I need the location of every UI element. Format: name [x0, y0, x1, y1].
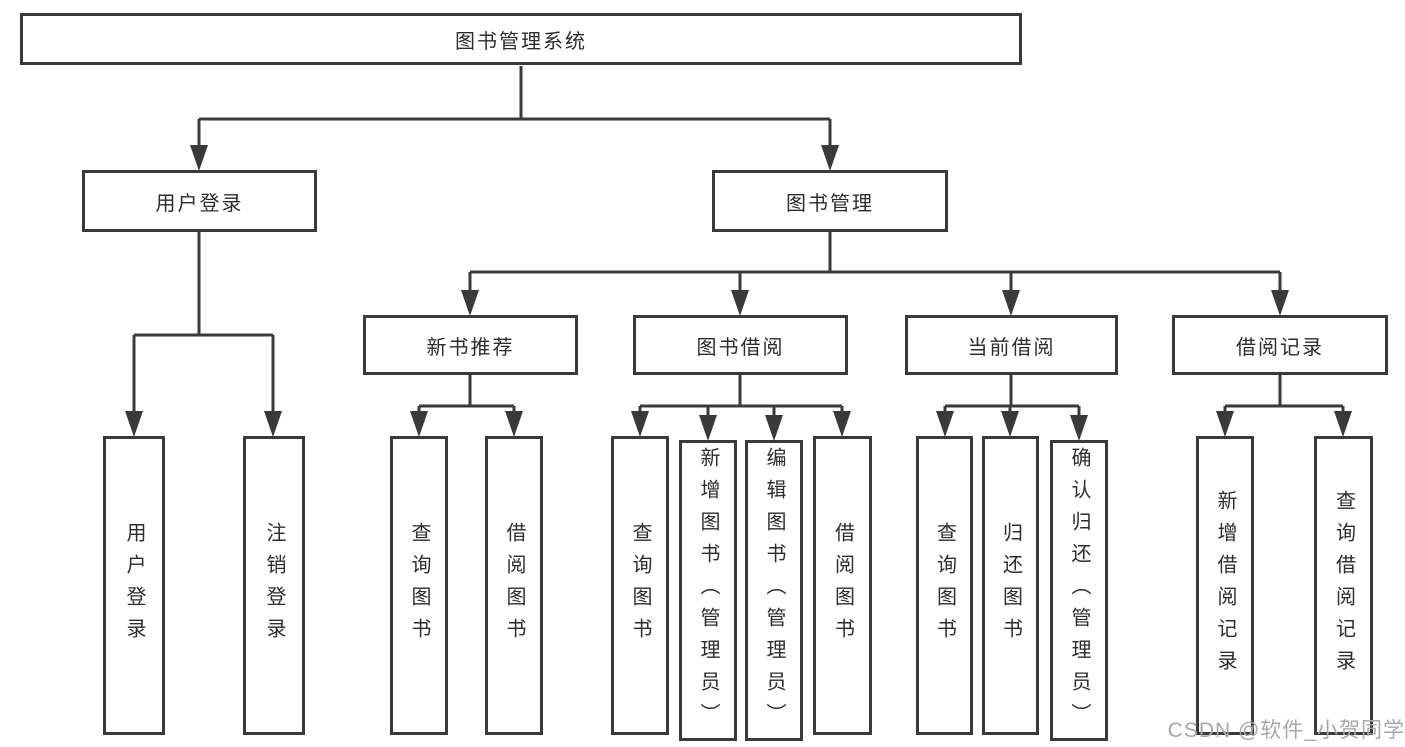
leaf-borrow-query-books: 查询图书 — [611, 436, 669, 735]
node-book-borrow: 图书借阅 — [633, 315, 848, 375]
connector-user-login-branch — [125, 230, 282, 437]
leaf-return-books: 归还图书 — [982, 436, 1039, 735]
leaf-return-books-label: 归还图书 — [999, 521, 1022, 650]
leaf-user-login-label: 用户登录 — [123, 521, 145, 650]
node-new-book-recommend: 新书推荐 — [363, 315, 578, 375]
leaf-edit-books-admin: 编辑图书（管理员） — [745, 440, 803, 741]
connector-current-borrow-branch — [936, 373, 1088, 441]
node-current-borrow: 当前借阅 — [905, 315, 1118, 375]
node-current-borrow-label: 当前借阅 — [967, 336, 1056, 359]
connector-root-to-level2 — [190, 66, 839, 171]
leaf-confirm-return-admin-label: 确认归还（管理员） — [1068, 446, 1090, 735]
connector-book-mgmt-branch — [461, 230, 1289, 316]
node-library-system: 图书管理系统 — [20, 13, 1022, 65]
leaf-logout: 注销登录 — [243, 436, 305, 735]
leaf-borrow-query-books-label: 查询图书 — [629, 521, 651, 650]
leaf-current-query-books: 查询图书 — [916, 436, 973, 735]
leaf-query-borrow-record: 查询借阅记录 — [1314, 436, 1373, 735]
node-borrow-records-label: 借阅记录 — [1236, 336, 1324, 359]
leaf-newbooks-borrow-books-label: 借阅图书 — [503, 521, 525, 650]
node-user-login-label: 用户登录 — [155, 192, 244, 215]
csdn-watermark: CSDN @软件_小贺同学 — [1167, 719, 1405, 742]
node-book-borrow-label: 图书借阅 — [696, 336, 785, 359]
leaf-current-query-books-label: 查询图书 — [933, 521, 956, 650]
connector-new-books-branch — [410, 373, 523, 437]
leaf-query-borrow-record-label: 查询借阅记录 — [1332, 489, 1355, 682]
node-user-login: 用户登录 — [82, 170, 317, 232]
leaf-newbooks-query-books-label: 查询图书 — [408, 521, 430, 650]
node-library-system-label: 图书管理系统 — [455, 30, 587, 53]
leaf-logout-label: 注销登录 — [263, 521, 285, 650]
connector-book-borrow-branch — [631, 373, 851, 441]
connector-borrow-records-branch — [1216, 373, 1352, 437]
node-book-management: 图书管理 — [712, 170, 948, 232]
leaf-add-borrow-record-label: 新增借阅记录 — [1214, 489, 1236, 682]
leaf-add-books-admin-label: 新增图书（管理员） — [697, 446, 719, 735]
node-new-book-recommend-label: 新书推荐 — [426, 336, 515, 359]
leaf-user-login: 用户登录 — [103, 436, 165, 735]
node-book-management-label: 图书管理 — [786, 192, 874, 215]
leaf-newbooks-borrow-books: 借阅图书 — [485, 436, 543, 735]
leaf-edit-books-admin-label: 编辑图书（管理员） — [763, 446, 785, 735]
leaf-borrow-books-label: 借阅图书 — [831, 521, 854, 650]
leaf-borrow-books: 借阅图书 — [813, 436, 872, 735]
node-borrow-records: 借阅记录 — [1172, 315, 1388, 375]
leaf-confirm-return-admin: 确认归还（管理员） — [1050, 440, 1108, 741]
leaf-add-borrow-record: 新增借阅记录 — [1196, 436, 1254, 735]
leaf-newbooks-query-books: 查询图书 — [390, 436, 448, 735]
leaf-add-books-admin: 新增图书（管理员） — [679, 440, 737, 741]
